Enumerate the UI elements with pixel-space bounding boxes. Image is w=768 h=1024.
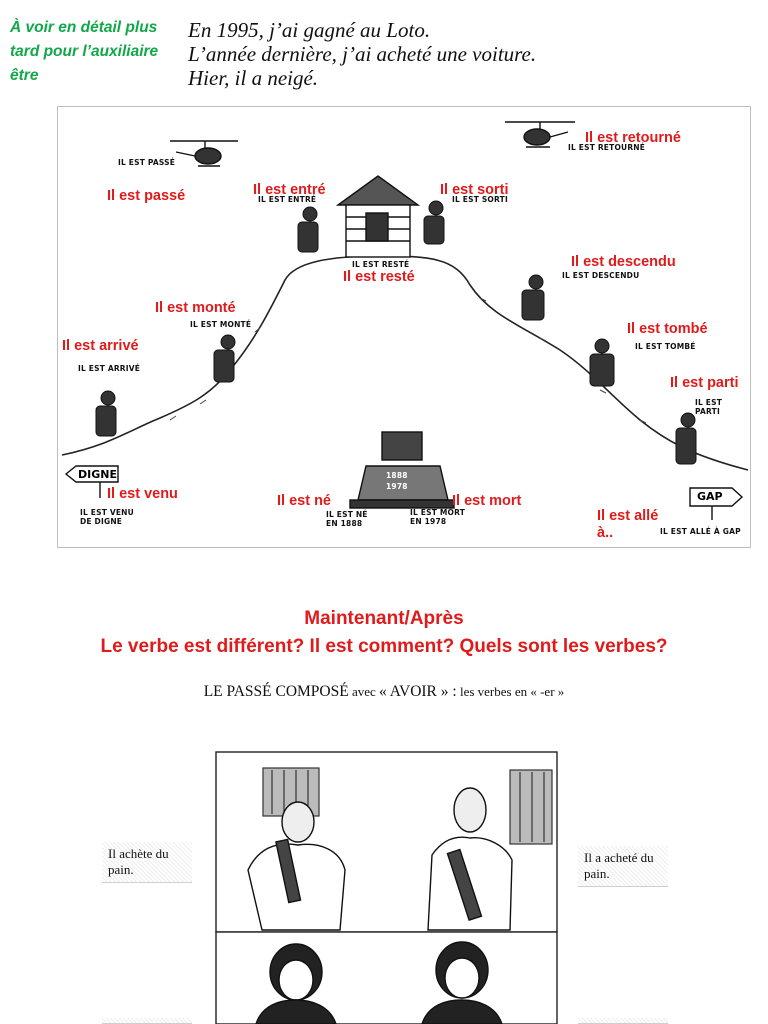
label-ne: Il est né xyxy=(277,493,331,509)
intro-line-3: Hier, il a neigé. xyxy=(188,66,319,90)
question-line-2: Le verbe est différent? Il est comment? … xyxy=(100,636,668,657)
hand-label-monte: IL EST MONTÉ xyxy=(190,320,252,329)
caption-partial-left xyxy=(102,1018,192,1024)
hand-label-passe: IL EST PASSÉ xyxy=(118,158,176,167)
helicopter-left-icon xyxy=(170,140,238,167)
hand-label-parti: IL EST PARTI xyxy=(695,398,723,416)
label-tombe: Il est tombé xyxy=(627,321,708,337)
hand-label-mort: IL EST MORT EN 1978 xyxy=(410,508,466,526)
hand-label-retourne: IL EST RETOURNÉ xyxy=(568,143,646,152)
mountain-cabin-icon xyxy=(335,175,421,258)
section-title: LE PASSÉ COMPOSÉ avec « AVOIR » : les ve… xyxy=(0,683,768,701)
hand-label-venu: IL EST VENU DE DIGNE xyxy=(80,508,134,526)
woman-figure-right-icon xyxy=(421,941,503,1024)
label-reste: Il est resté xyxy=(343,269,415,285)
woman-figure-left-icon xyxy=(255,943,337,1024)
man-figure-right-icon xyxy=(427,787,513,931)
hand-label-ne: IL EST NÉ EN 1888 xyxy=(326,510,368,528)
section-title-main: LE PASSÉ COMPOSÉ xyxy=(203,683,349,700)
tomb-year-death: 1978 xyxy=(386,482,408,491)
hiker-figures-icon xyxy=(95,200,697,465)
label-parti: Il est parti xyxy=(670,375,739,391)
caption-il-a-achete: Il a acheté du pain. xyxy=(578,846,668,887)
side-note: À voir en détail plus tard pour l’auxili… xyxy=(10,19,159,84)
label-passe: Il est passé xyxy=(107,188,186,204)
section-title-rest: les verbes en « -er » xyxy=(459,684,565,699)
helicopter-right-icon xyxy=(505,121,575,148)
intro-line-1: En 1995, j’ai gagné au Loto. xyxy=(188,18,431,42)
slope-hatching-icon xyxy=(169,297,647,424)
intro-sentences: En 1995, j’ai gagné au Loto. L’année der… xyxy=(188,18,748,90)
tomb-icon xyxy=(349,431,455,509)
caption-il-achete: Il achète du pain. xyxy=(102,842,192,883)
intro-line-2: L’année dernière, j’ai acheté une voitur… xyxy=(188,42,537,66)
gap-sign-text: GAP xyxy=(697,490,723,503)
label-mort: Il est mort xyxy=(452,493,522,509)
hand-label-sorti: IL EST SORTI xyxy=(452,195,508,204)
hand-label-reste: IL EST RESTÉ xyxy=(352,260,410,269)
hand-label-descendu: IL EST DESCENDU xyxy=(562,271,640,280)
hand-label-alle: IL EST ALLÉ À GAP xyxy=(660,527,741,536)
hand-label-arrive: IL EST ARRIVÉ xyxy=(78,364,141,373)
label-venu: Il est venu xyxy=(107,486,178,502)
question-line-1: Maintenant/Après xyxy=(304,608,464,629)
label-descendu: Il est descendu xyxy=(571,254,676,270)
mountain-illustration-frame xyxy=(57,106,751,548)
man-figure-left-icon xyxy=(247,801,346,931)
hand-label-entre: IL EST ENTRÉ xyxy=(258,195,317,204)
tomb-year-birth: 1888 xyxy=(386,471,408,480)
label-monte: Il est monté xyxy=(155,300,236,316)
section-title-avoir: « AVOIR » : xyxy=(379,683,457,700)
label-retourne: Il est retourné xyxy=(585,130,681,146)
label-alle: Il est allé à.. xyxy=(597,508,659,541)
digne-sign-icon xyxy=(64,465,119,498)
caption-partial-right xyxy=(578,1018,668,1024)
gap-sign-icon xyxy=(689,487,744,520)
label-arrive: Il est arrivé xyxy=(62,338,139,354)
label-sorti: Il est sorti xyxy=(440,182,509,198)
digne-sign-text: DIGNE xyxy=(78,468,117,481)
label-entre: Il est entré xyxy=(253,182,326,198)
section-title-avec: avec xyxy=(351,684,376,699)
hand-label-tombe: IL EST TOMBÉ xyxy=(635,342,696,351)
